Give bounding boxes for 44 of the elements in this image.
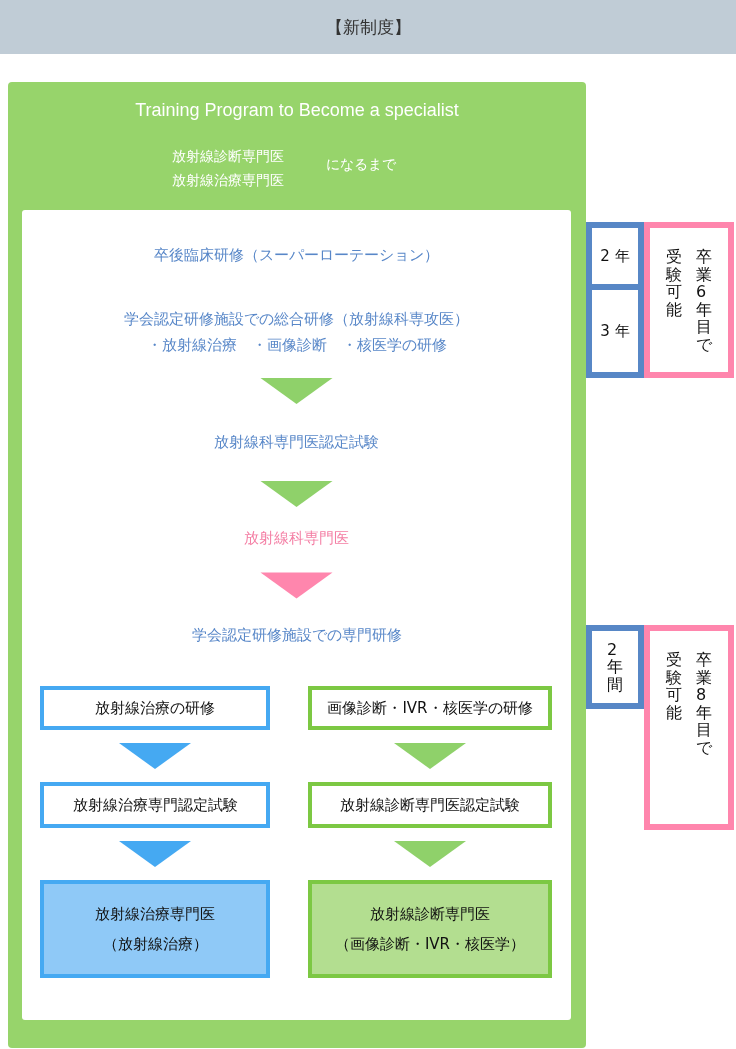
sub-text: ・放射線治療 ・画像診断 ・核医学の研修 bbox=[146, 335, 447, 356]
result-box bbox=[40, 880, 270, 978]
eligibility-text: 卒業8年目で bbox=[696, 651, 712, 759]
down-arrow bbox=[394, 841, 466, 867]
eligibility-box bbox=[644, 222, 734, 378]
down-arrow bbox=[260, 481, 333, 507]
box-text: （画像診断・IVR・核医学） bbox=[334, 934, 526, 955]
down-arrow bbox=[119, 743, 191, 769]
specialist-name: 放射線治療専門医 bbox=[172, 171, 284, 190]
step-box bbox=[40, 782, 270, 828]
result-box bbox=[308, 880, 552, 978]
panel-heading: Training Program to Become a specialist bbox=[134, 100, 460, 121]
down-arrow bbox=[260, 378, 333, 404]
eligibility-text: 受験可能 bbox=[666, 651, 682, 724]
duration-text: 2年間 bbox=[607, 640, 623, 694]
down-arrow bbox=[119, 841, 191, 867]
box-text: 放射線診断専門医 bbox=[370, 904, 490, 925]
program-panel bbox=[8, 82, 586, 1048]
box-text: 放射線診断専門医認定試験 bbox=[340, 795, 520, 816]
box-text: 放射線治療専門認定試験 bbox=[72, 795, 238, 816]
specialist-name: 放射線診断専門医 bbox=[172, 147, 284, 166]
step-text: 学会認定研修施設での総合研修（放射線科専攻医） bbox=[124, 309, 469, 330]
step-text: 放射線科専門医認定試験 bbox=[214, 432, 379, 453]
box-text: 画像診断・IVR・核医学の研修 bbox=[327, 698, 533, 719]
down-arrow bbox=[394, 743, 466, 769]
eligibility-box bbox=[644, 625, 734, 830]
inner-panel bbox=[22, 210, 571, 1020]
step-box bbox=[308, 782, 552, 828]
eligibility-text: 卒業6年目で bbox=[696, 248, 712, 356]
box-text: 放射線治療専門医 bbox=[95, 904, 215, 925]
title: 【新制度】 bbox=[325, 15, 411, 39]
down-arrow bbox=[260, 572, 333, 599]
duration-text: 3 年 bbox=[600, 321, 630, 341]
step-box bbox=[308, 686, 552, 730]
step-text: 卒後臨床研修（スーパーローテーション） bbox=[154, 245, 439, 266]
box-text: 放射線治療の研修 bbox=[95, 698, 215, 719]
step-text: 放射線科専門医 bbox=[244, 528, 349, 549]
eligibility-text: 受験可能 bbox=[666, 248, 682, 321]
heading-suffix: になるまで bbox=[326, 156, 396, 174]
duration-box bbox=[586, 625, 644, 709]
duration-text: 2 年 bbox=[600, 246, 630, 266]
box-text: （放射線治療） bbox=[102, 934, 208, 955]
step-box bbox=[40, 686, 270, 730]
step-text: 学会認定研修施設での専門研修 bbox=[191, 625, 402, 646]
